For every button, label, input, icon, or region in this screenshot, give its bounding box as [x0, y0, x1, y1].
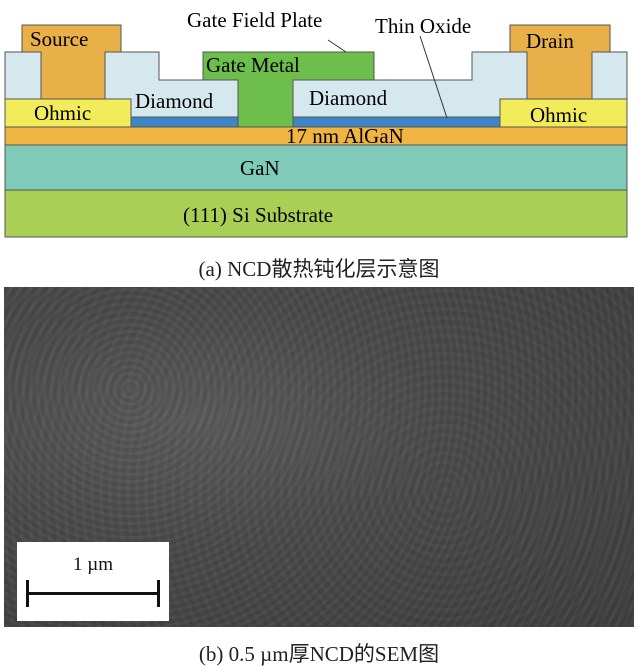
label-diamond-left: Diamond [135, 89, 214, 113]
scale-bar-label: 1 µm [73, 554, 113, 575]
label-diamond-right: Diamond [309, 86, 388, 110]
ohmic-left [4, 98, 132, 128]
drain-contact [509, 24, 611, 100]
source-contact [21, 24, 122, 100]
caption-a: (a) NCD散热钝化层示意图 [198, 257, 440, 281]
label-gate-metal: Gate Metal [206, 53, 300, 77]
scale-bar-box: 1 µm [17, 542, 169, 621]
label-algan: 17 nm AlGaN [286, 124, 404, 148]
scale-bar-tick-left [26, 580, 29, 607]
label-thin-oxide: Thin Oxide [375, 14, 471, 38]
caption-b: (b) 0.5 µm厚NCD的SEM图 [198, 642, 440, 666]
field-plate-leader [327, 39, 347, 53]
scale-bar-tick-right [157, 580, 160, 607]
hemt-cross-section-diagram: Source Drain Gate Field Plate Thin Oxide… [4, 8, 628, 238]
label-drain: Drain [526, 29, 574, 53]
gan-layer [4, 144, 628, 191]
thin-oxide-left [130, 116, 239, 128]
label-substrate: (111) Si Substrate [183, 203, 333, 227]
label-ohmic-left: Ohmic [34, 101, 91, 125]
scale-bar [26, 580, 160, 607]
label-ohmic-right: Ohmic [530, 103, 587, 127]
si-substrate-layer [4, 189, 628, 238]
gate-metal [202, 51, 375, 128]
label-gan: GaN [240, 156, 280, 180]
label-source: Source [30, 27, 88, 51]
thin-oxide-leader [419, 35, 448, 119]
sem-image: 1 µm [4, 287, 634, 627]
label-gate-field-plate: Gate Field Plate [187, 8, 322, 32]
